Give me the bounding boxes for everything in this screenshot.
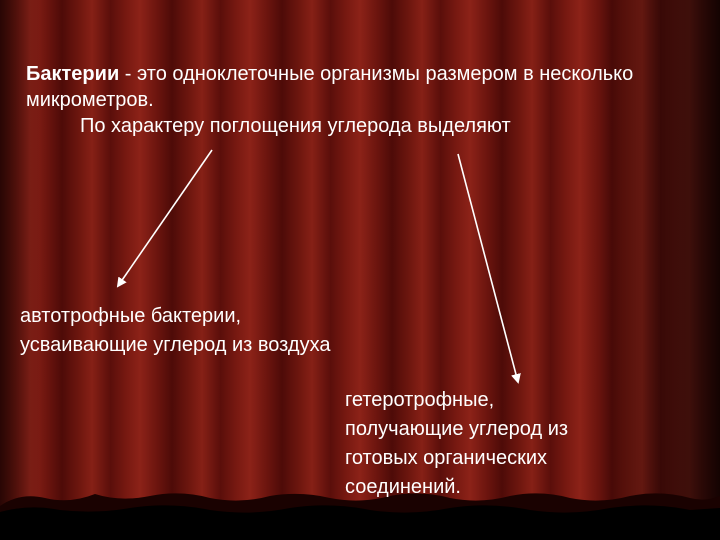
intro-paragraph: Бактерии - это одноклеточные организмы р…	[26, 61, 676, 139]
intro-definition: - это одноклеточные организмы размером в…	[26, 63, 634, 111]
autotrophs-label: автотрофные бактерии, усваивающие углеро…	[20, 305, 331, 356]
curtain-hem	[0, 493, 720, 540]
heterotrophs-label: гетеротрофные, получающие углерод из гот…	[345, 389, 569, 498]
intro-classification-line: По характеру поглощения углерода выделяю…	[80, 115, 511, 137]
term-bacteria: Бактерии	[26, 63, 120, 85]
